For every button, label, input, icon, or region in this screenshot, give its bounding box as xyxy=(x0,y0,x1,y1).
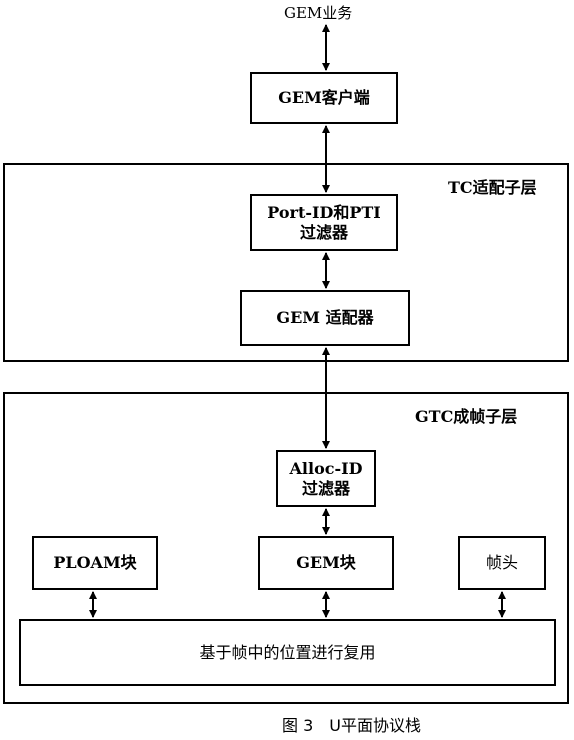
figure-caption: 图 3 U平面协议栈 xyxy=(282,716,421,735)
alloc-filter-line1: Alloc-ID xyxy=(289,458,363,478)
gem-adapter-label: GEM 适配器 xyxy=(276,308,374,327)
port-id-pti-filter-box: Port-ID和PTI 过滤器 xyxy=(250,194,398,251)
alloc-id-filter-box: Alloc-ID 过滤器 xyxy=(276,450,376,507)
gem-client-box: GEM客户端 xyxy=(250,72,398,124)
multiplex-label: 基于帧中的位置进行复用 xyxy=(199,642,376,662)
ploam-block-label: PLOAM块 xyxy=(53,553,137,572)
ploam-block-box: PLOAM块 xyxy=(32,536,158,590)
gem-block-box: GEM块 xyxy=(258,536,394,590)
port-filter-line2: 过滤器 xyxy=(299,222,348,242)
gem-service-label: GEM业务 xyxy=(284,4,353,22)
gem-adapter-box: GEM 适配器 xyxy=(240,290,410,346)
gtc-layer-title: GTC成帧子层 xyxy=(415,407,518,426)
gem-block-label: GEM块 xyxy=(296,553,356,572)
multiplex-box: 基于帧中的位置进行复用 xyxy=(19,619,556,686)
frame-header-box: 帧头 xyxy=(458,536,546,590)
port-filter-line1: Port-ID和PTI xyxy=(267,202,381,222)
gem-client-label: GEM客户端 xyxy=(278,88,370,107)
frame-header-label: 帧头 xyxy=(485,553,518,572)
tc-layer-title: TC适配子层 xyxy=(448,178,537,197)
tc-adaptation-layer xyxy=(3,163,569,362)
gtc-framing-layer xyxy=(3,392,569,704)
alloc-filter-line2: 过滤器 xyxy=(301,478,350,498)
